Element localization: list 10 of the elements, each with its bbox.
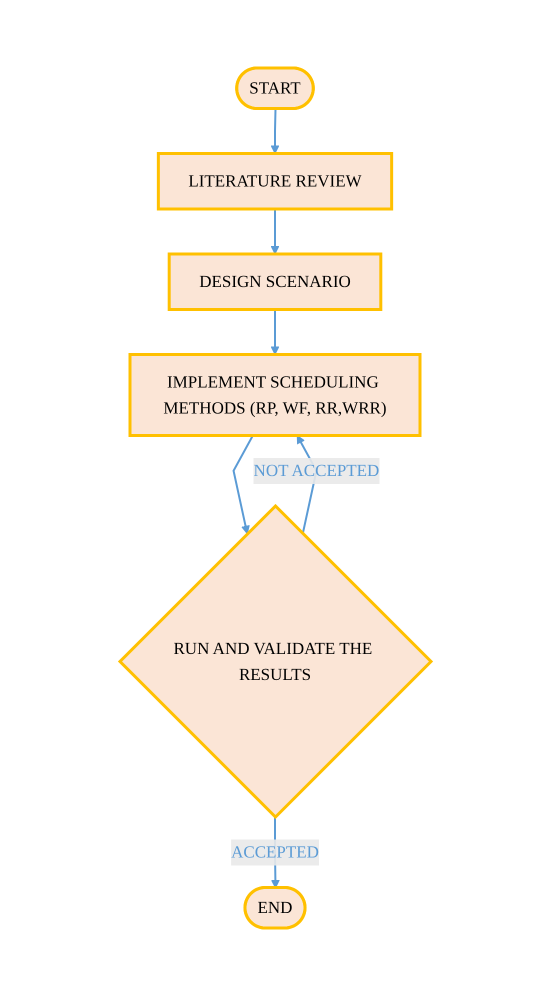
edge-label: ACCEPTED (230, 842, 318, 861)
node-box: IMPLEMENT SCHEDULING METHODS (RP, WF, RR,WRR) (128, 352, 421, 436)
node-diamond: RUN AND VALIDATE THE RESULTS (117, 503, 433, 819)
arrow (270, 208, 279, 254)
arrow (270, 309, 279, 354)
node-box: LITERATURE REVIEW (156, 152, 393, 210)
edge-label: NOT ACCEPTED (253, 460, 379, 480)
arrow (232, 434, 254, 534)
node-box: DESIGN SCENARIO (167, 252, 382, 310)
arrow (270, 108, 279, 154)
